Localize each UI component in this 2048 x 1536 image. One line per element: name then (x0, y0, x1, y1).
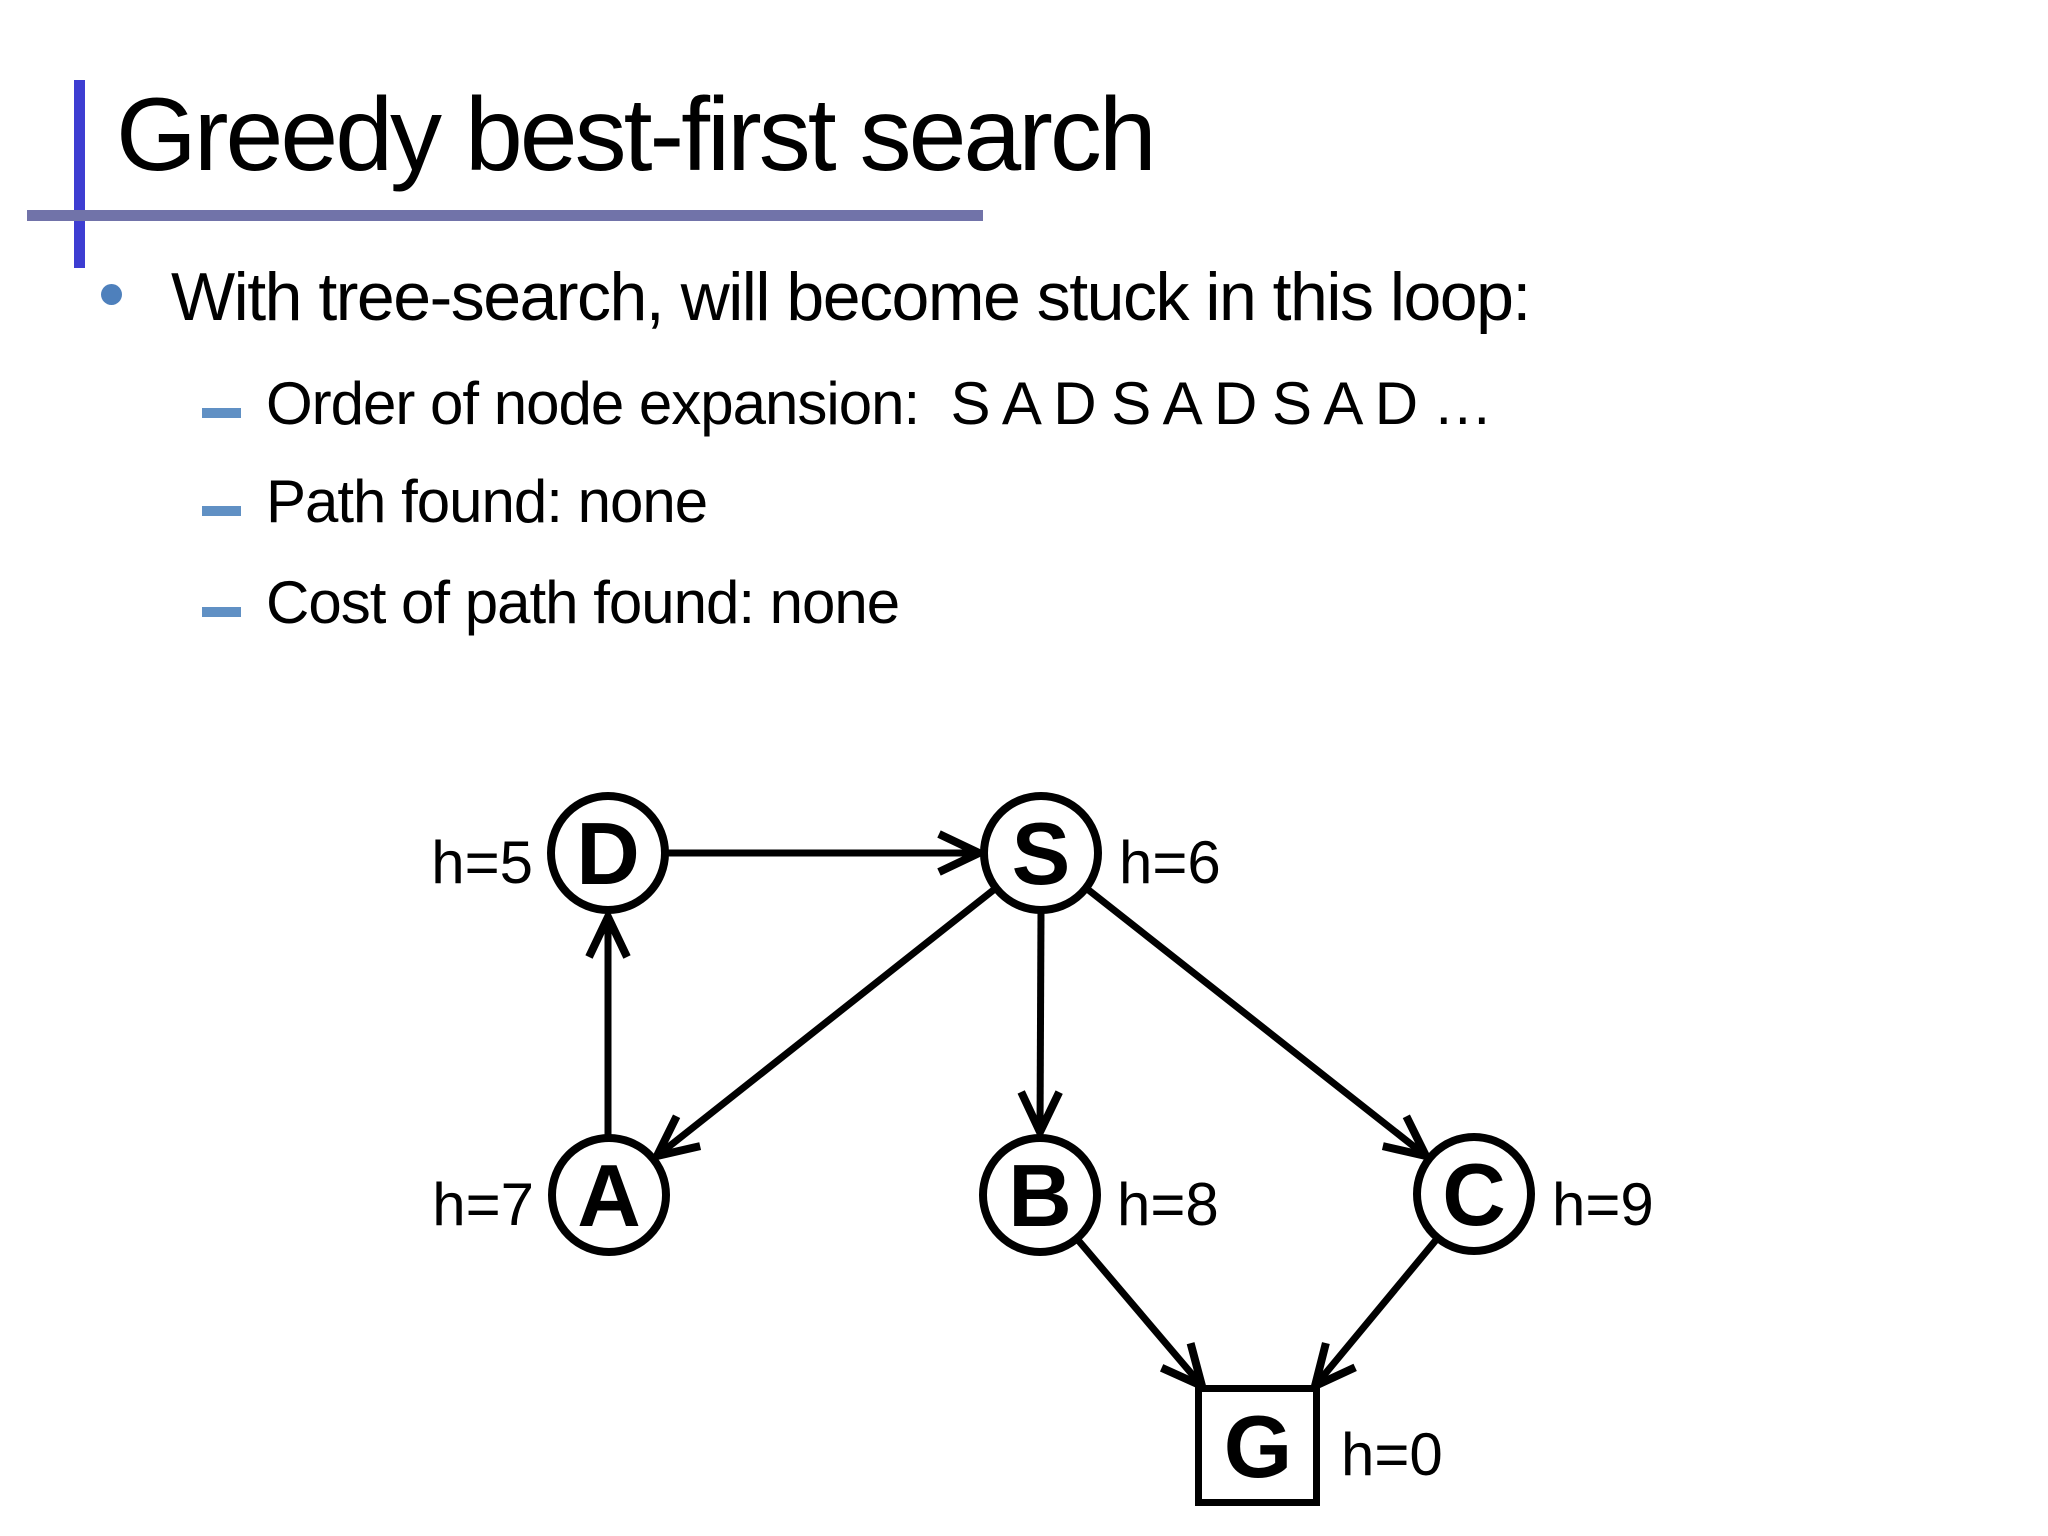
edge-S-to-B (1040, 910, 1041, 1132)
node-C-label: C (1442, 1145, 1506, 1244)
graph-nodes: D S A B C G (547, 792, 1535, 1506)
node-A (548, 1134, 670, 1256)
edge-C-to-G (1315, 1237, 1439, 1386)
edge-S-to-C (1083, 885, 1426, 1156)
sub-bullet-dash-icon (202, 506, 241, 516)
h-value-S: h=6 (1119, 829, 1221, 896)
sub-bullet-path-found: Path found: none (266, 468, 708, 535)
node-B (979, 1134, 1101, 1256)
node-D (547, 792, 669, 914)
h-value-G: h=0 (1341, 1421, 1443, 1488)
heuristic-labels: h=5 h=6 h=7 h=8 h=9 h=0 (431, 829, 1654, 1488)
h-value-C: h=9 (1552, 1171, 1654, 1238)
node-G-label: G (1224, 1397, 1292, 1496)
edge-S-to-A (657, 885, 999, 1156)
title-underline (27, 210, 983, 221)
node-S-label: S (1012, 804, 1071, 903)
h-value-D: h=5 (431, 829, 533, 896)
graph-edges (608, 853, 1439, 1386)
h-value-A: h=7 (432, 1171, 534, 1238)
h-value-B: h=8 (1117, 1171, 1219, 1238)
page-title: Greedy best-first search (116, 77, 1157, 193)
title-accent-bar (74, 80, 85, 268)
node-D-label: D (576, 804, 640, 903)
node-C (1413, 1133, 1535, 1255)
node-B-label: B (1008, 1146, 1072, 1245)
edge-B-to-G (1075, 1237, 1202, 1386)
node-S (980, 792, 1102, 914)
sub-bullet-dash-icon (202, 607, 241, 617)
sub-bullet-cost-of-path: Cost of path found: none (266, 569, 900, 636)
node-G (1195, 1385, 1320, 1506)
sub-bullet-order-of-expansion: Order of node expansion: S A D S A D S A… (266, 370, 1493, 437)
sub-bullet-dash-icon (202, 408, 241, 418)
bullet-text: With tree-search, will become stuck in t… (171, 259, 1531, 335)
node-A-label: A (577, 1146, 641, 1245)
bullet-marker-icon (101, 284, 122, 305)
